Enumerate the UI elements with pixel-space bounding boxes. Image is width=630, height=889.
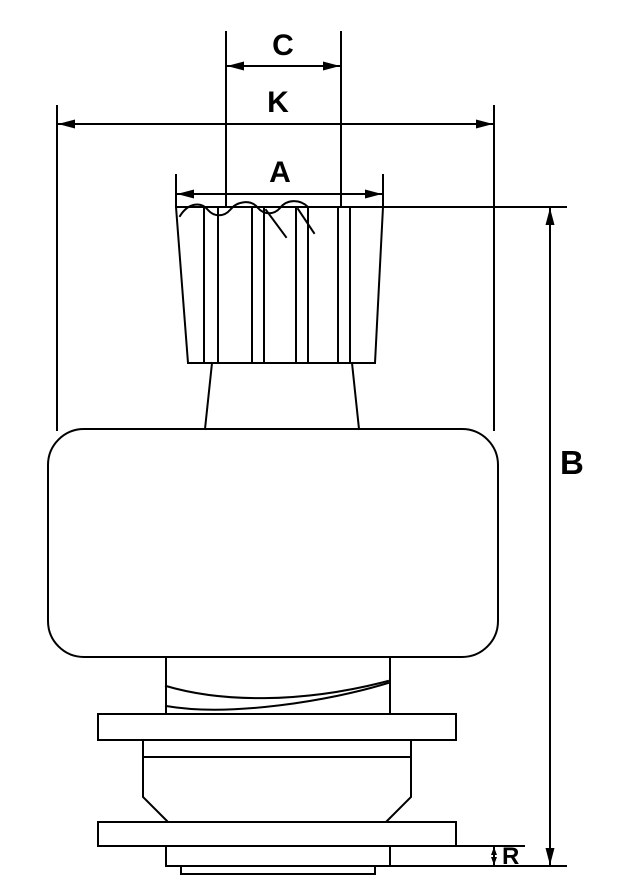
helical-spline-section [164, 656, 391, 715]
pinion-gear-outline [174, 206, 385, 364]
gear-tooth-chamfer-line [296, 207, 316, 235]
hub-outer-step [165, 845, 391, 867]
dimension-r: R [455, 843, 525, 870]
dimension-k: K [56, 86, 495, 431]
gear-teeth [203, 208, 351, 363]
carrier-section [142, 739, 412, 823]
neck-right-edge [350, 361, 361, 431]
dimension-b-label: B [560, 444, 584, 481]
dimension-b: B [382, 206, 584, 867]
gear-tooth-chamfer-line [264, 208, 288, 239]
neck-left-edge [203, 361, 214, 431]
dimension-c: C [225, 29, 342, 208]
dimension-a-label: A [269, 156, 291, 189]
carrier-outline [142, 739, 412, 823]
drive-shaft-neck [203, 361, 361, 431]
gear-tooth-tips [178, 200, 310, 218]
dimension-r-label: R [502, 843, 519, 870]
bottom-hub [165, 845, 391, 875]
dimension-k-label: K [267, 86, 289, 119]
lower-flange [97, 821, 457, 847]
drawing-root: C K A [47, 29, 584, 875]
helix-thread-line-lower [164, 681, 390, 711]
pinion-gear [174, 200, 385, 364]
dimension-a: A [175, 156, 384, 207]
upper-flange [97, 713, 457, 741]
dimension-c-label: C [272, 29, 294, 62]
helix-thread-line-upper [164, 679, 390, 700]
hub-inner-step [180, 865, 376, 875]
clutch-housing-body [47, 428, 499, 658]
